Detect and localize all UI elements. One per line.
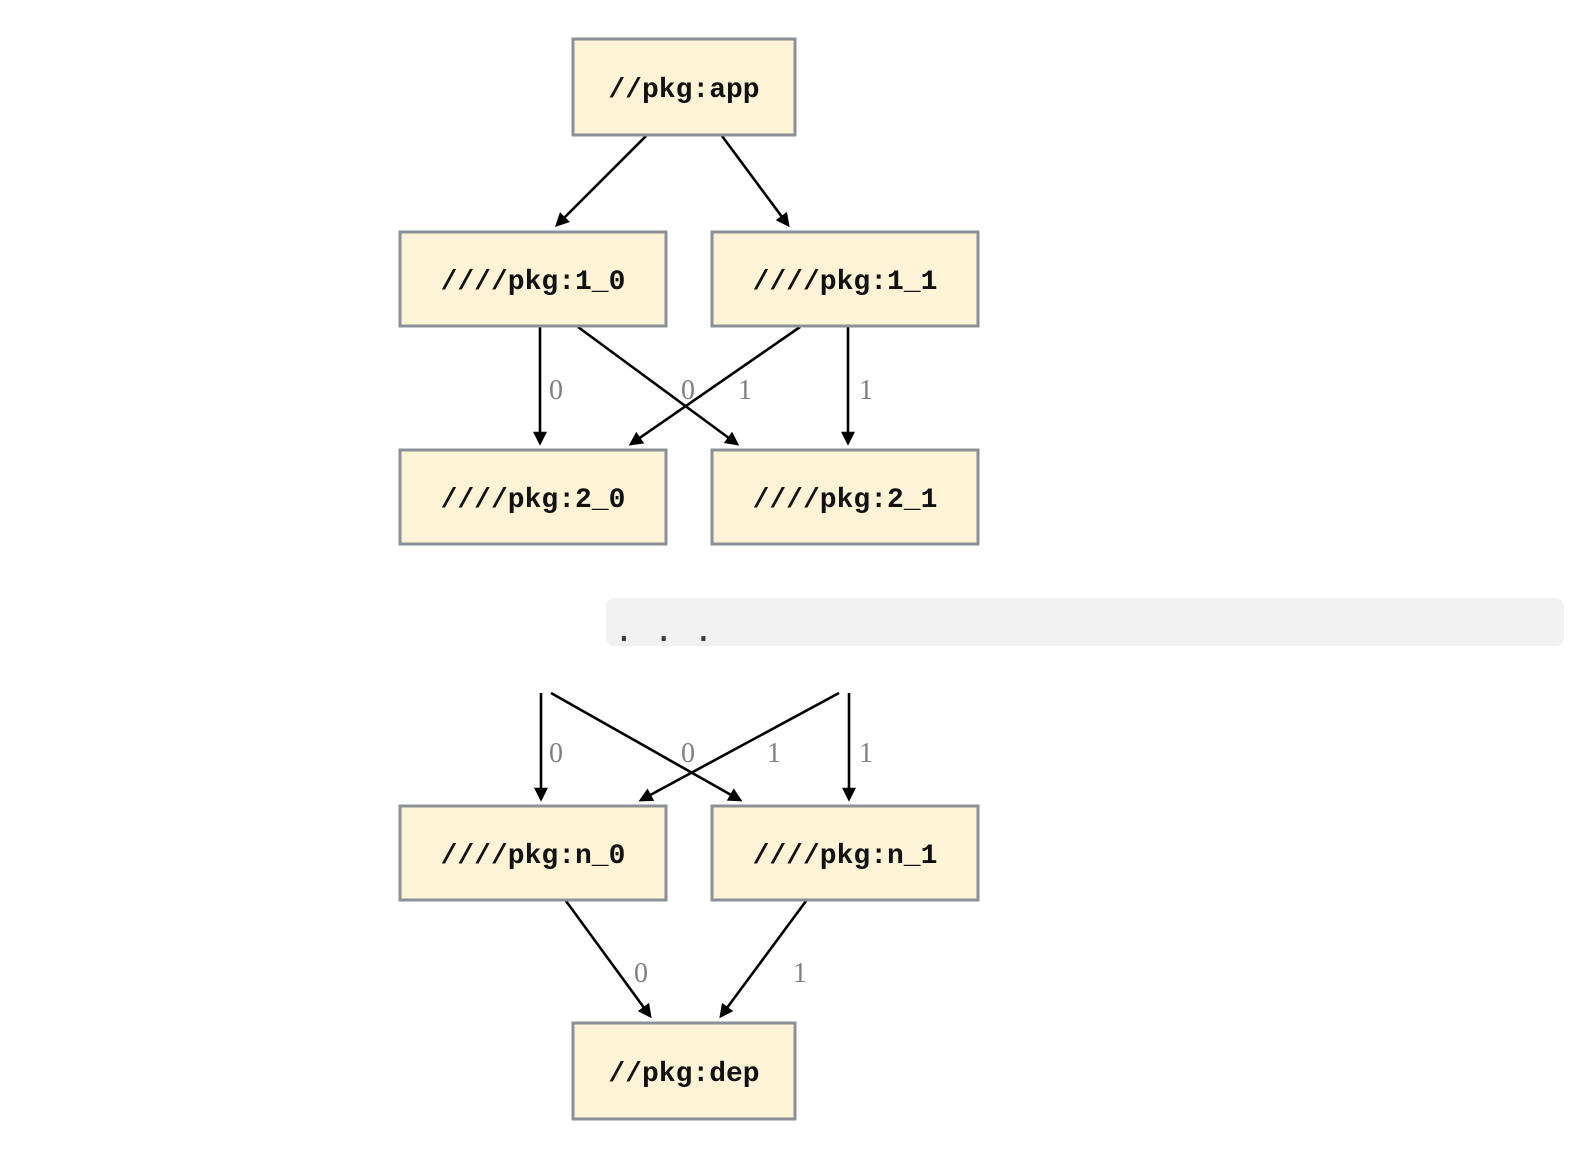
node-pkg-n_1: ////pkg:n_1 [710,804,980,902]
node-box [398,230,668,328]
node-pkg-app: //pkg:app [571,37,797,137]
node-box [571,1021,797,1121]
edge-dots-to-n_1-cross [550,691,743,802]
edge-label: 0 [549,375,563,406]
edge-app-to-1_1 [720,135,790,228]
edge-label: 1 [793,958,807,989]
node-box [710,230,980,328]
node-label: ////pkg:1_1 [753,267,938,298]
node-box [571,37,797,137]
edge-label: 1 [859,375,873,406]
node-pkg-1_0: ////pkg:1_0 [398,230,668,328]
node-box [398,804,668,902]
node-label: ////pkg:2_0 [441,485,626,516]
node-label: ////pkg:1_0 [441,267,626,298]
edge-n_0-to-dep [564,900,652,1019]
edge-label: 0 [634,958,648,989]
ellipsis-dots: . . . [614,610,713,649]
node-pkg-2_0: ////pkg:2_0 [398,448,668,546]
node-label: //pkg:dep [608,1059,759,1090]
edge-label: 0 [681,738,695,769]
edge-app-to-1_0 [555,135,647,227]
edge-1_0-to-2_1 [577,325,740,446]
node-box [710,448,980,546]
node-label: ////pkg:n_0 [441,841,626,872]
edge-1_1-to-2_0 [628,325,801,446]
node-pkg-2_1: ////pkg:2_1 [710,448,980,546]
edge-label: 0 [549,738,563,769]
node-label: //pkg:app [608,75,759,106]
edge-dots-to-n_0-cross [638,691,840,802]
node-label: ////pkg:n_1 [753,841,938,872]
node-box [710,804,980,902]
node-pkg-1_1: ////pkg:1_1 [710,230,980,328]
edge-label: 0 [681,375,695,406]
edge-n_1-to-dep [719,900,808,1019]
edge-label: 1 [738,375,752,406]
node-label: ////pkg:2_1 [753,485,938,516]
ellipsis-band [606,598,1564,646]
node-pkg-dep: //pkg:dep [571,1021,797,1121]
edge-label: 1 [859,738,873,769]
node-box [398,448,668,546]
node-pkg-n_0: ////pkg:n_0 [398,804,668,902]
edge-label: 1 [767,738,781,769]
